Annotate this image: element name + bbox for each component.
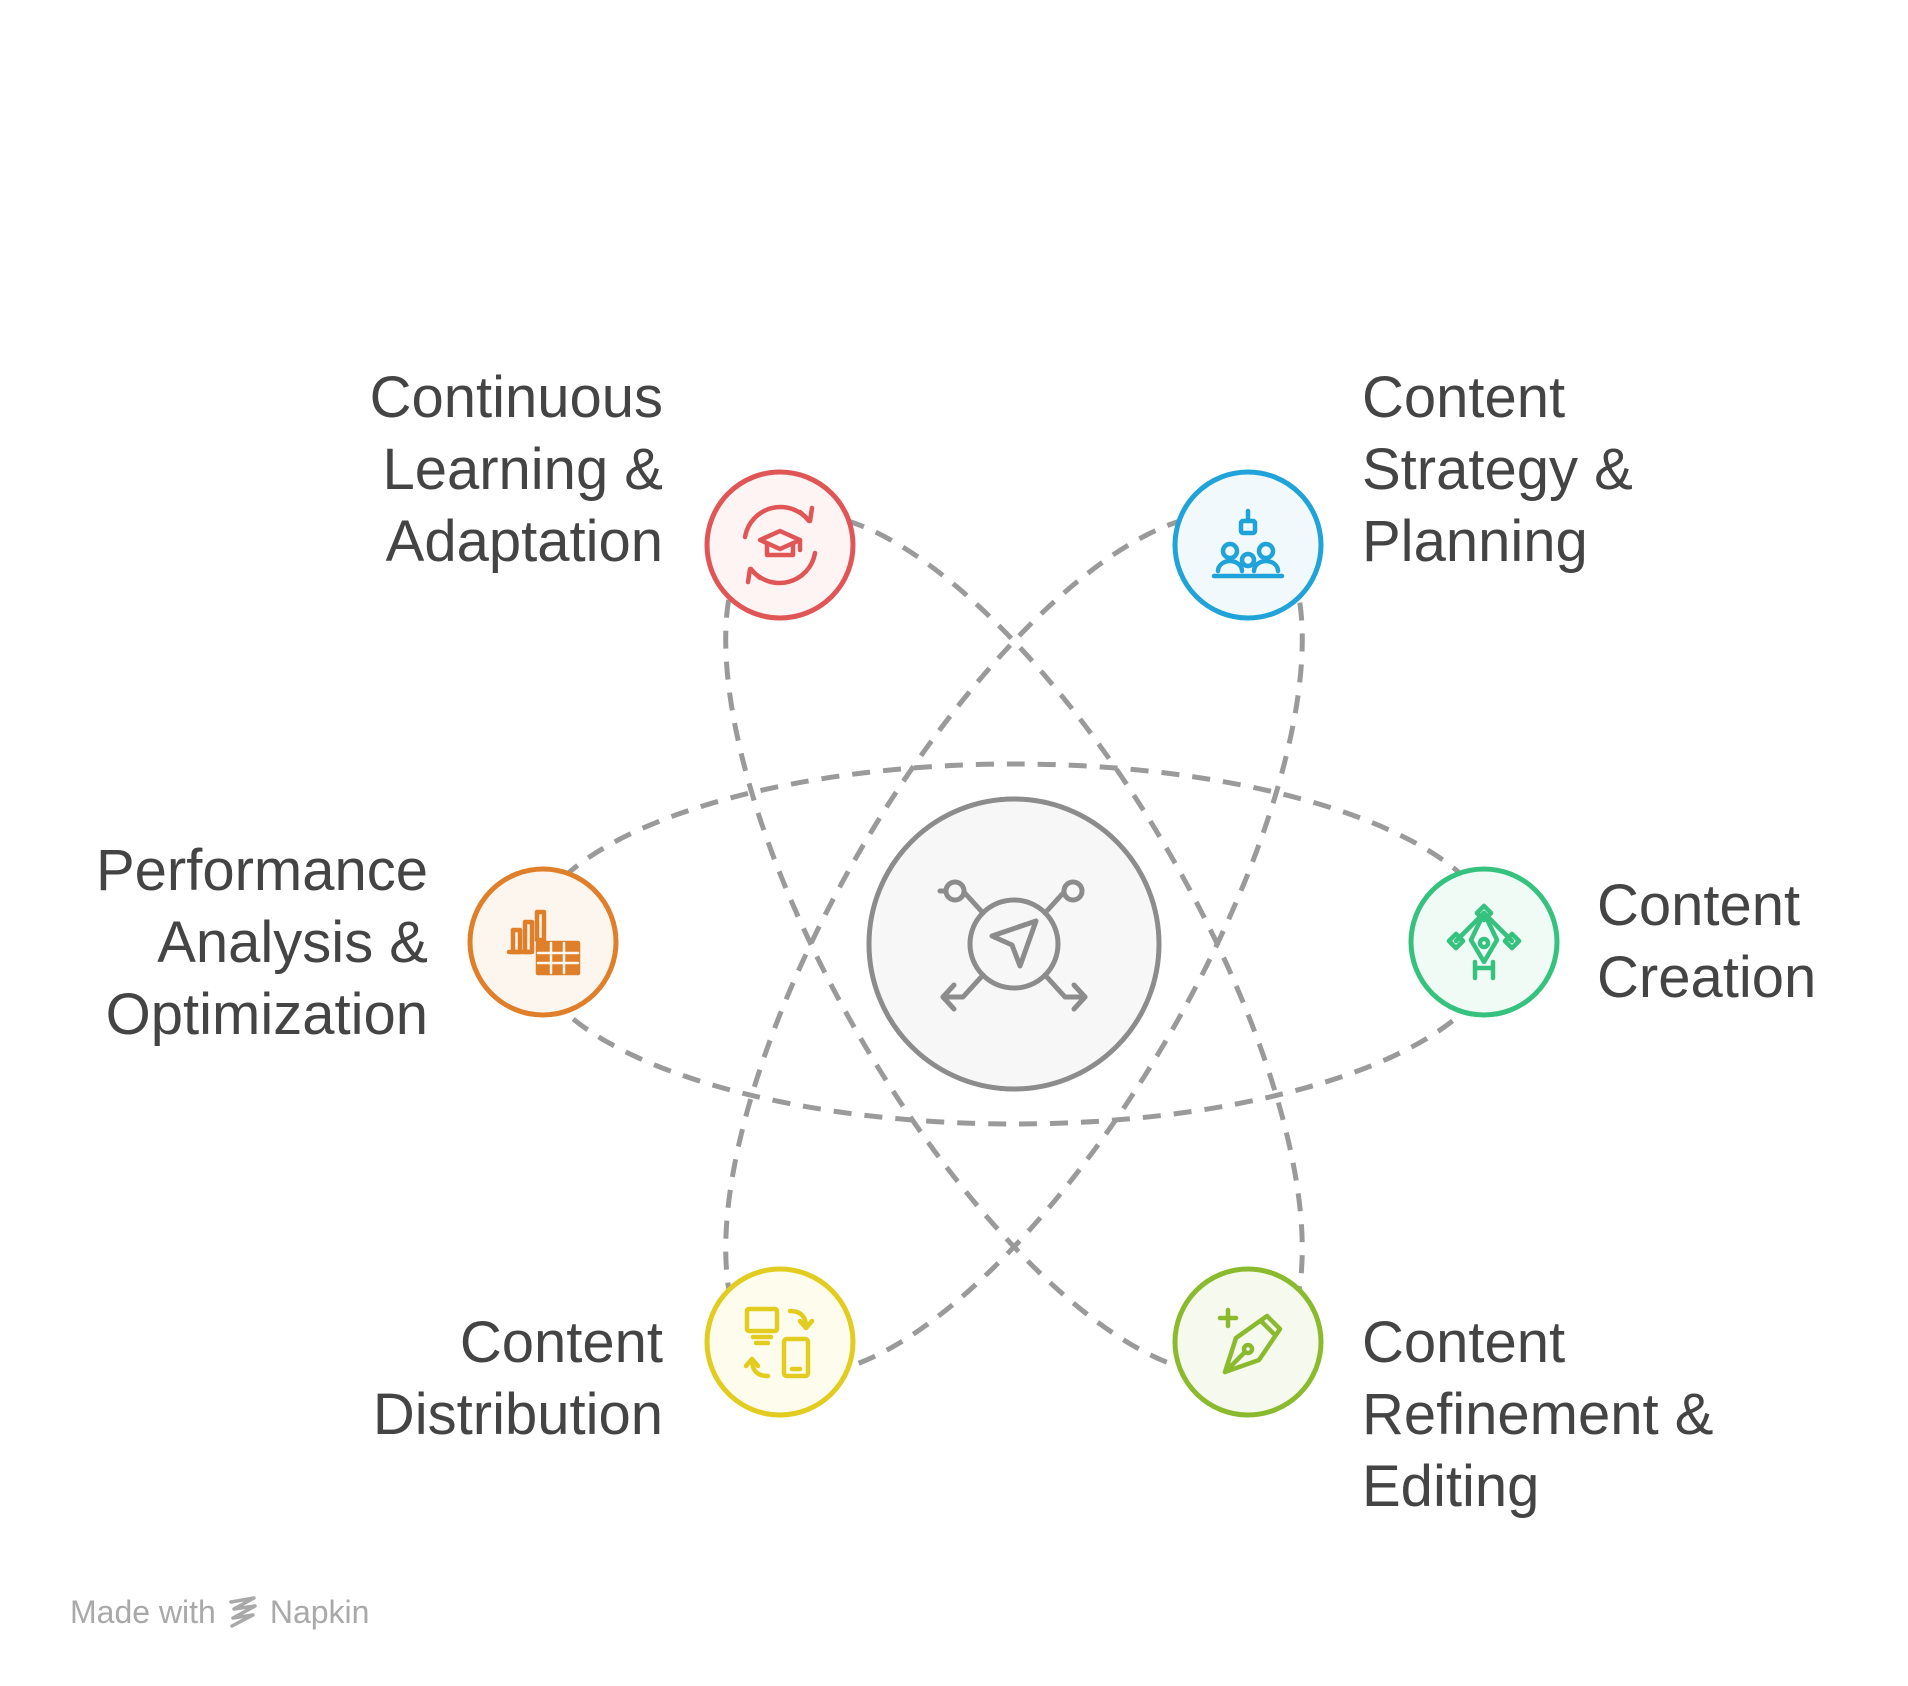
label-line: Distribution [372, 1382, 663, 1447]
label-line: Editing [1362, 1454, 1540, 1519]
label-content-refinement: Content Refinement & Editing [1362, 1307, 1713, 1523]
node-strategy[interactable] [1172, 469, 1324, 621]
node-distribution[interactable] [704, 1266, 856, 1418]
label-content-distribution: Content Distribution [373, 1307, 663, 1451]
node-creation[interactable] [1408, 866, 1560, 1018]
center-hub [866, 796, 1162, 1092]
label-line: Performance [95, 838, 428, 903]
devices-sync-icon [743, 1306, 815, 1379]
label-line: Strategy & [1362, 437, 1633, 502]
label-line: Refinement & [1362, 1382, 1714, 1447]
label-line: Content [459, 1310, 663, 1375]
label-content-creation: Content Creation [1597, 870, 1816, 1014]
label-content-strategy: Content Strategy & Planning [1362, 362, 1633, 578]
team-planning-icon [1211, 508, 1285, 579]
pen-add-icon [1217, 1307, 1283, 1375]
made-with-napkin-watermark[interactable]: Made with Napkin [70, 1592, 369, 1632]
label-line: Planning [1362, 509, 1588, 574]
navigation-arrow-network-icon [937, 879, 1088, 1012]
bar-chart-table-icon [506, 909, 581, 976]
label-line: Content [1362, 1310, 1566, 1375]
node-learning[interactable] [704, 469, 856, 621]
graduation-cap-refresh-icon [742, 504, 818, 586]
label-line: Adaptation [385, 509, 663, 574]
label-line: Content [1597, 873, 1801, 938]
label-line: Content [1362, 365, 1566, 430]
label-line: Analysis & [157, 910, 428, 975]
label-line: Learning & [382, 437, 663, 502]
label-line: Creation [1597, 945, 1817, 1010]
label-line: Continuous [369, 365, 663, 430]
napkin-logo-icon [229, 1596, 257, 1628]
node-refinement[interactable] [1172, 1266, 1324, 1418]
watermark-brand: Napkin [269, 1594, 370, 1630]
label-line: Optimization [105, 982, 428, 1047]
node-performance[interactable] [467, 866, 619, 1018]
label-continuous-learning: Continuous Learning & Adaptation [370, 362, 663, 578]
label-performance-analysis: Performance Analysis & Optimization [96, 835, 428, 1051]
watermark-prefix: Made with [70, 1594, 216, 1630]
pen-nib-vector-icon [1446, 903, 1522, 981]
